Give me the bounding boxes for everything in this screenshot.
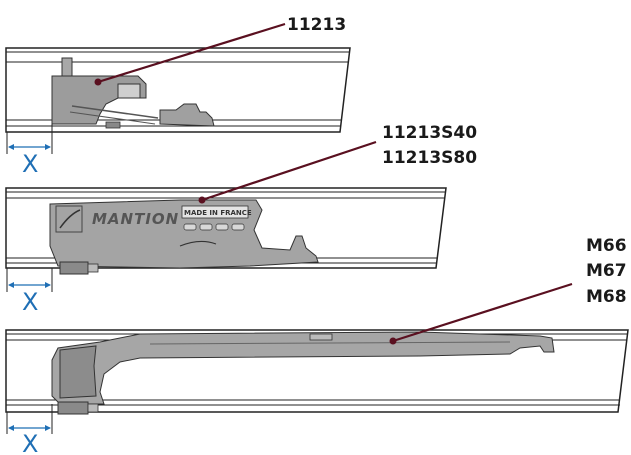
callout-M66-M68: M66 M67 M68 [389,236,627,345]
dimension-x-middle: X [6,268,53,316]
dimension-x-bottom: X [6,404,53,455]
dimension-label: X [22,288,38,316]
callout-11213: 11213 [94,15,346,86]
callout-label: M68 [586,287,627,307]
hanger-11213 [51,57,215,129]
callout-label: 11213S40 [382,123,477,143]
hanger-11213S: MADE IN FRANCE MANTION [49,199,319,275]
hanger-M66-M68 [51,331,555,415]
callout-11213S: 11213S40 11213S80 [198,123,477,204]
stamp-label: MADE IN FRANCE [184,209,252,217]
dimension-x-top: X [6,124,53,178]
callout-label: 11213 [287,15,346,35]
callout-label: M67 [586,261,627,281]
dimension-label: X [22,430,38,455]
dimension-label: X [22,150,38,178]
brand-label: MANTION [92,210,179,228]
callout-label: 11213S80 [382,148,477,168]
callout-label: M66 [586,236,627,256]
